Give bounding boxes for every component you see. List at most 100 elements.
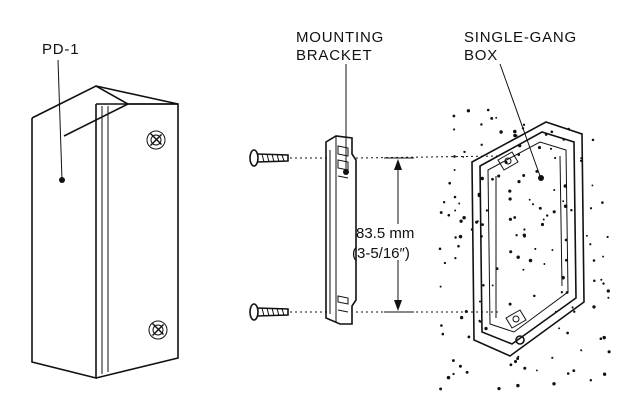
wall-dot <box>458 202 461 205</box>
wall-dot <box>522 123 526 126</box>
screw-icon <box>249 303 289 321</box>
wall-dot <box>521 127 525 130</box>
wall-dot <box>497 386 501 391</box>
wall-dot <box>513 359 518 364</box>
wall-dot <box>528 198 531 201</box>
wall-dot <box>599 337 603 340</box>
wall-dot <box>453 195 457 199</box>
wall-dot <box>516 255 520 259</box>
box-opening <box>487 141 569 333</box>
wall-dot <box>516 383 520 388</box>
wall-dot <box>564 258 568 262</box>
dimension-metric-label: 83.5 mm <box>356 225 414 242</box>
wall-dot <box>495 116 498 119</box>
wall-dot <box>528 258 533 263</box>
wall-dot <box>551 249 554 251</box>
wall-dot <box>439 387 443 391</box>
pd1-side-face <box>95 103 179 379</box>
dimension-marker: 83.5 mm (3-5/16″) <box>352 157 414 313</box>
screw-icon <box>146 130 166 150</box>
wall-dot <box>462 156 465 158</box>
wall-dot <box>509 250 513 254</box>
wall-dot <box>491 177 494 181</box>
wall-dot <box>546 214 549 217</box>
box-ear-bottom <box>505 309 527 329</box>
pd1-leader-dot <box>59 177 65 183</box>
wall-dot <box>592 305 596 309</box>
wall-dot <box>517 355 520 358</box>
bracket-label-line2: BRACKET <box>296 47 372 64</box>
wall-dot <box>543 263 546 265</box>
wall-dot <box>589 207 593 210</box>
wall-dot <box>606 289 610 293</box>
wall-dot <box>538 206 542 210</box>
wall-dot <box>517 180 521 184</box>
single-gang-box: SINGLE-GANG BOX <box>438 29 611 391</box>
wall-dot <box>462 215 466 220</box>
box-leader-line <box>499 63 541 177</box>
wall-dot <box>566 372 570 375</box>
wall-dot <box>602 255 605 258</box>
bracket-label-line1: MOUNTING <box>296 29 384 46</box>
alignment-line <box>355 155 501 159</box>
wall-dot <box>600 278 603 281</box>
box-leader-dot <box>538 175 544 181</box>
wall-dot <box>573 310 576 313</box>
wall-dot <box>602 335 606 340</box>
wall-dot <box>516 357 520 361</box>
wall-dot <box>453 155 456 158</box>
bracket-plate <box>325 135 357 325</box>
wall-dot <box>593 279 596 283</box>
wall-dot <box>542 218 545 221</box>
wall-dot <box>439 211 443 214</box>
wall-dot <box>509 363 513 367</box>
wall-dot <box>606 235 609 239</box>
wall-dot <box>478 300 482 303</box>
wall-dot <box>466 109 471 113</box>
wall-dot <box>485 209 489 212</box>
wall-dot <box>535 369 538 372</box>
wall-dot <box>453 128 456 131</box>
pd1-label: PD-1 <box>42 41 79 58</box>
wall-dot <box>482 284 485 287</box>
bracket-leader-dot <box>343 169 349 175</box>
wall-dot <box>551 356 554 359</box>
wall-dot <box>554 156 557 160</box>
wall-dot <box>523 366 527 370</box>
wall-dot <box>580 349 583 352</box>
box-ear-top <box>497 151 519 171</box>
wall-dot <box>459 219 463 223</box>
wall-dot <box>491 284 494 287</box>
wall-dot <box>508 197 512 201</box>
bottom-screw <box>249 303 289 321</box>
box-inner-flange <box>479 131 577 345</box>
wall-dot <box>558 327 561 330</box>
wall-dot <box>523 234 526 238</box>
wall-dot <box>550 130 554 134</box>
wall-dot <box>534 247 537 250</box>
wall-dot <box>448 181 452 185</box>
wall-dot <box>484 326 488 331</box>
box-label-line1: SINGLE-GANG <box>464 29 577 46</box>
wall-dot <box>476 220 479 223</box>
wall-dot <box>602 372 607 376</box>
wall-dot <box>515 234 518 237</box>
pd1-device: PD-1 <box>31 41 179 380</box>
wall-dot <box>591 184 594 187</box>
wall-dot <box>513 133 517 138</box>
wall-dot <box>458 234 463 239</box>
wall-dot <box>513 129 517 134</box>
wall-dot <box>570 208 573 212</box>
wall-dot <box>592 259 596 262</box>
mounting-bracket: MOUNTING BRACKET <box>296 29 384 325</box>
wall-dot <box>535 169 539 173</box>
box-outer-flange <box>471 121 585 357</box>
pd1-top-left <box>31 85 130 137</box>
wall-dot <box>552 210 556 214</box>
wall-dot <box>477 194 481 198</box>
wall-dot <box>480 123 483 126</box>
wall-dot <box>523 228 526 231</box>
pd1-top-right <box>95 85 179 105</box>
wall-dot <box>452 372 455 376</box>
